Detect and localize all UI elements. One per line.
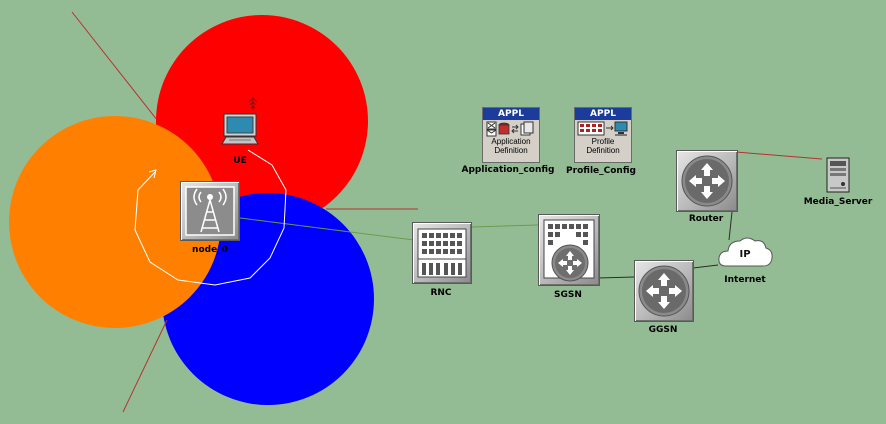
ggsn-label: GGSN bbox=[648, 325, 678, 335]
cloud-text: IP bbox=[739, 249, 751, 260]
media-server-node[interactable] bbox=[824, 156, 854, 196]
cell-coverage-orange bbox=[9, 116, 221, 328]
signal-line-upper bbox=[71, 11, 166, 131]
server-icon bbox=[826, 157, 850, 193]
appl-header: APPL bbox=[575, 108, 631, 120]
router-node[interactable] bbox=[676, 150, 738, 212]
profile-config-label: Profile_Config bbox=[566, 166, 636, 176]
application-definition-icon bbox=[483, 120, 539, 137]
cloud-icon bbox=[718, 237, 773, 267]
appl-line1: Profile bbox=[591, 137, 615, 146]
ggsn-node[interactable] bbox=[634, 260, 694, 322]
appl-line2: Definition bbox=[586, 146, 620, 155]
internet-node[interactable]: IP bbox=[716, 232, 774, 272]
radio-tower-icon bbox=[185, 186, 235, 236]
ue-node[interactable] bbox=[221, 96, 259, 152]
rnc-node[interactable] bbox=[412, 222, 472, 284]
profile-definition-icon bbox=[575, 120, 631, 137]
link-rnc-sgsn[interactable] bbox=[471, 224, 539, 228]
node-0-label: node_0 bbox=[192, 245, 228, 255]
router-label: Router bbox=[688, 214, 724, 224]
signal-line-lower bbox=[122, 319, 168, 413]
sgsn-label: SGSN bbox=[554, 290, 582, 300]
profile-config-node[interactable]: APPL Profile Definition bbox=[574, 107, 632, 163]
ue-trajectory-path[interactable] bbox=[134, 149, 287, 286]
building-icon bbox=[417, 228, 467, 278]
rnc-label: RNC bbox=[430, 288, 452, 298]
link-node0-rnc[interactable] bbox=[239, 217, 415, 241]
link-router-server[interactable] bbox=[735, 151, 823, 160]
sgsn-node[interactable] bbox=[538, 214, 600, 286]
application-config-node[interactable]: APPL Application Definition bbox=[482, 107, 540, 163]
ue-label: UE bbox=[233, 156, 247, 166]
internet-label: Internet bbox=[724, 275, 766, 285]
building-router-icon bbox=[543, 219, 595, 282]
link-ggsn-internet[interactable] bbox=[692, 264, 719, 269]
router-icon bbox=[638, 265, 690, 317]
appl-header: APPL bbox=[483, 108, 539, 120]
link-sgsn-ggsn[interactable] bbox=[597, 276, 635, 279]
link-router-internet[interactable] bbox=[728, 211, 733, 241]
trajectory-arrow-icon bbox=[148, 169, 157, 179]
media-server-label: Media_Server bbox=[803, 197, 873, 207]
laptop-icon bbox=[221, 97, 259, 145]
appl-line2: Definition bbox=[494, 146, 528, 155]
node-0-node[interactable] bbox=[180, 181, 240, 241]
appl-line1: Application bbox=[491, 137, 531, 146]
application-config-label: Application_config bbox=[461, 165, 555, 175]
router-icon bbox=[681, 155, 733, 207]
